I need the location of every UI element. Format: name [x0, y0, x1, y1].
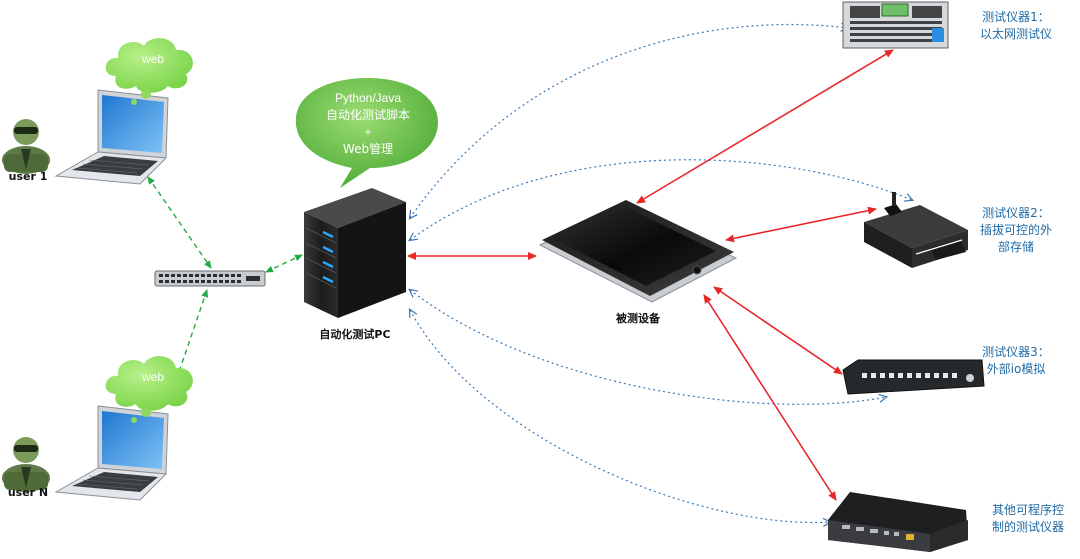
network-switch — [154, 270, 266, 287]
instrument2-label-line2: 插拔可控的外 — [979, 223, 1052, 237]
pc-bubble-line2: 自动化测试脚本 — [325, 108, 410, 122]
instrument1-label-line2: 以太网测试仪 — [979, 27, 1052, 41]
instrument1-label: 测试仪器1： 以太网测试仪 — [966, 9, 1066, 43]
instrument1-ethernet-tester — [842, 1, 949, 49]
user-1-avatar — [2, 119, 50, 174]
instrument3-label: 测试仪器3： 外部io模拟 — [966, 344, 1066, 378]
instrument4-label: 其他可程序控 制的测试仪器 — [978, 502, 1078, 536]
pc-bubble-line1: Python/Java — [334, 91, 402, 105]
device-under-test-tablet — [538, 200, 738, 303]
user-1-laptop — [54, 89, 169, 185]
user-n-label: user N — [7, 486, 49, 499]
instrument2-label-line3: 部存储 — [997, 240, 1034, 254]
pc-bubble-line4: Web管理 — [342, 142, 394, 156]
user-1-label: user 1 — [8, 170, 48, 183]
switch-ports — [159, 274, 260, 283]
instrument3-label-line2: 外部io模拟 — [986, 362, 1046, 376]
control-links — [407, 49, 894, 501]
pc-script-bubble — [295, 78, 438, 188]
instrument1-label-line1: 测试仪器1： — [982, 10, 1050, 24]
instrument2-external-storage — [864, 192, 968, 268]
user-n-web-cloud — [105, 356, 193, 423]
lan-link-switch-pc — [265, 254, 303, 273]
instrument2-label-line1: 测试仪器2： — [982, 206, 1050, 220]
control-link-dut-instrument4 — [703, 294, 837, 501]
logic-link-instrument4 — [410, 310, 830, 522]
instrument4-programmable-tester — [828, 492, 968, 552]
instrument3-label-line1: 测试仪器3： — [982, 345, 1050, 359]
user-n-avatar — [2, 437, 50, 492]
instrument2-label: 测试仪器2： 插拔可控的外 部存储 — [966, 205, 1066, 256]
logic-links — [410, 25, 912, 523]
user-1-web-cloud — [105, 38, 193, 105]
logic-link-instrument3 — [410, 290, 886, 405]
control-link-dut-instrument1 — [636, 49, 894, 204]
user-n-cloud-label: web — [141, 370, 164, 384]
dut-label: 被测设备 — [616, 312, 660, 325]
control-link-dut-instrument2 — [725, 206, 877, 243]
instrument4-label-line1: 其他可程序控 — [991, 503, 1064, 517]
control-link-dut-instrument3 — [713, 286, 843, 375]
instrument3-io-simulator — [842, 359, 985, 395]
pc-bubble-line3: + — [364, 125, 372, 139]
pc-label: 自动化测试PC — [319, 328, 391, 341]
user-n-laptop — [54, 405, 169, 501]
instrument4-label-line2: 制的测试仪器 — [991, 520, 1064, 534]
pc-bubble-text: Python/Java 自动化测试脚本 + Web管理 — [302, 90, 434, 158]
automation-pc-server — [304, 188, 406, 318]
logic-link-instrument1 — [410, 25, 848, 218]
user-1-cloud-label: web — [141, 52, 164, 66]
lan-link-user1-switch — [147, 176, 212, 269]
